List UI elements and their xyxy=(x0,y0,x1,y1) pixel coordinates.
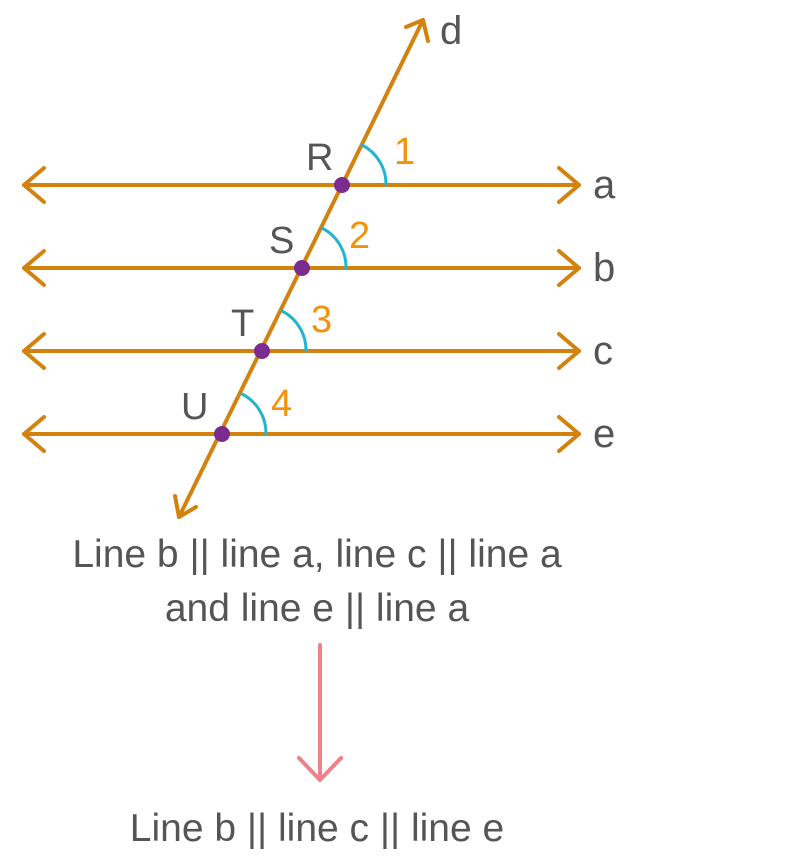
point-U xyxy=(214,426,230,442)
line-a xyxy=(22,166,581,204)
statement-line-2: and line e || line a xyxy=(165,587,470,630)
implies-arrow xyxy=(297,643,343,782)
angle-label-4: 4 xyxy=(271,383,292,425)
line-c xyxy=(22,332,581,370)
point-T xyxy=(254,343,270,359)
angle-label-2: 2 xyxy=(349,215,370,257)
statement-line-1: Line b || line a, line c || line a xyxy=(72,533,562,576)
angle-label-3: 3 xyxy=(311,299,332,341)
angle-arc-2 xyxy=(320,226,348,270)
line-label-b: b xyxy=(593,246,615,290)
point-label-U: U xyxy=(181,386,208,428)
point-label-R: R xyxy=(306,137,333,179)
point-label-S: S xyxy=(269,220,294,262)
point-S xyxy=(294,260,310,276)
point-label-T: T xyxy=(231,303,254,345)
conclusion-text: Line b || line c || line e xyxy=(130,807,504,850)
angle-arc-4 xyxy=(240,392,268,436)
line-label-a: a xyxy=(593,163,616,207)
line-label-c: c xyxy=(593,329,613,373)
angle-label-1: 1 xyxy=(394,131,415,173)
line-e xyxy=(22,415,581,453)
line-label-e: e xyxy=(593,412,615,456)
angle-arc-3 xyxy=(280,309,308,353)
angle-arc-1 xyxy=(360,143,388,187)
point-R xyxy=(334,177,350,193)
line-label-d: d xyxy=(440,9,462,53)
